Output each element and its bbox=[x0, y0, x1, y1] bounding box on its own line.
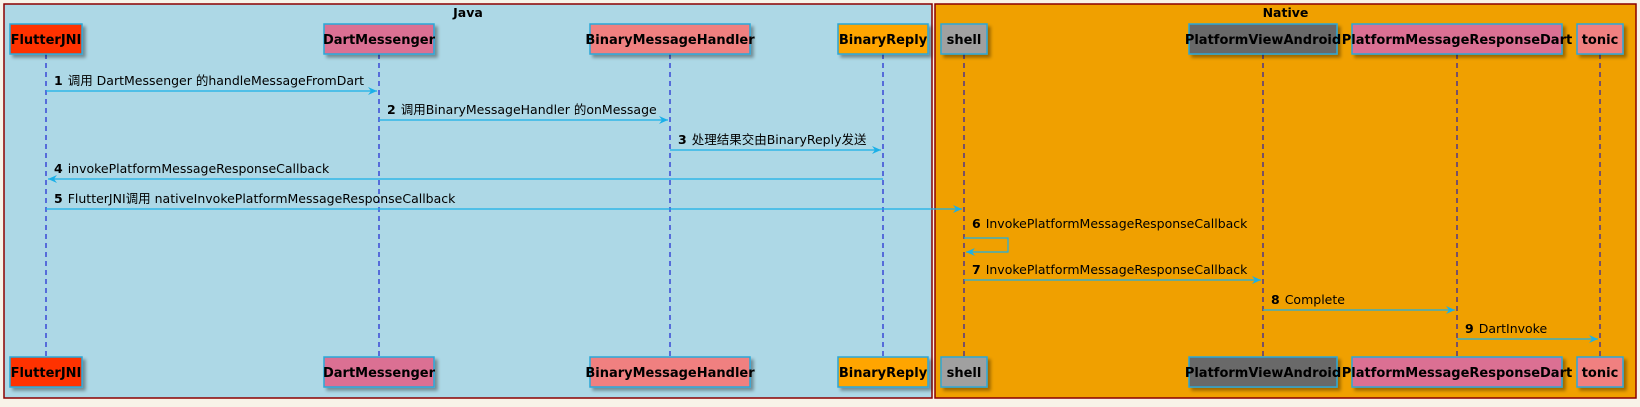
arrowhead bbox=[1589, 335, 1598, 343]
message-text: InvokePlatformMessageResponseCallback bbox=[986, 262, 1248, 277]
participant-label: BinaryMessageHandler bbox=[585, 366, 755, 381]
message-label: 6 InvokePlatformMessageResponseCallback bbox=[972, 216, 1248, 231]
participant-platformmessageresponsedart-bottom: PlatformMessageResponseDart bbox=[1342, 356, 1572, 388]
arrowhead bbox=[953, 205, 962, 213]
participant-box bbox=[837, 23, 929, 55]
message-text: InvokePlatformMessageResponseCallback bbox=[986, 216, 1248, 231]
participant-box bbox=[589, 23, 751, 55]
participant-label: PlatformMessageResponseDart bbox=[1342, 366, 1572, 381]
message-6: 6 InvokePlatformMessageResponseCallback bbox=[964, 216, 1248, 256]
group-native-frame bbox=[934, 3, 1637, 399]
participant-box bbox=[1576, 23, 1624, 55]
participant-box bbox=[1188, 356, 1338, 388]
participant-box bbox=[1351, 23, 1563, 55]
message-text: Complete bbox=[1285, 292, 1346, 307]
participant-box bbox=[9, 356, 83, 388]
participant-platformviewandroid-top: PlatformViewAndroid bbox=[1185, 23, 1341, 55]
arrowhead bbox=[48, 175, 57, 183]
participant-tonic-top: tonic bbox=[1576, 23, 1624, 55]
participant-box bbox=[1576, 356, 1624, 388]
message-label: 8 Complete bbox=[1271, 292, 1345, 307]
message-text: DartInvoke bbox=[1479, 321, 1548, 336]
participant-label: FlutterJNI bbox=[11, 33, 82, 48]
participant-binaryreply-top: BinaryReply bbox=[837, 23, 929, 55]
participant-binarymessagehandler-top: BinaryMessageHandler bbox=[585, 23, 755, 55]
participant-binaryreply-bottom: BinaryReply bbox=[837, 356, 929, 388]
participant-label: BinaryMessageHandler bbox=[585, 33, 755, 48]
participant-label: PlatformViewAndroid bbox=[1185, 366, 1341, 381]
message-number: 6 bbox=[972, 216, 981, 231]
message-text: 调用BinaryMessageHandler 的onMessage bbox=[401, 102, 657, 117]
participant-label: FlutterJNI bbox=[11, 366, 82, 381]
message-number: 7 bbox=[972, 262, 981, 277]
participant-tonic-bottom: tonic bbox=[1576, 356, 1624, 388]
message-label: 5 FlutterJNI调用 nativeInvokePlatformMessag… bbox=[54, 191, 456, 206]
message-4: 4 invokePlatformMessageResponseCallback bbox=[48, 161, 883, 183]
arrowhead bbox=[368, 87, 377, 95]
arrowhead bbox=[659, 116, 668, 124]
message-7: 7 InvokePlatformMessageResponseCallback bbox=[964, 262, 1261, 284]
participant-box bbox=[940, 356, 988, 388]
participant-dartmessenger-bottom: DartMessenger bbox=[323, 356, 436, 388]
participant-label: DartMessenger bbox=[323, 33, 436, 48]
arrowhead bbox=[1446, 306, 1455, 314]
message-number: 2 bbox=[387, 102, 396, 117]
participant-platformmessageresponsedart-top: PlatformMessageResponseDart bbox=[1342, 23, 1572, 55]
participant-box bbox=[1351, 356, 1563, 388]
participant-label: PlatformViewAndroid bbox=[1185, 33, 1341, 48]
message-label: 3 处理结果交由BinaryReply发送 bbox=[678, 132, 867, 147]
message-9: 9 DartInvoke bbox=[1457, 321, 1598, 343]
arrowhead bbox=[1252, 276, 1261, 284]
participant-binarymessagehandler-bottom: BinaryMessageHandler bbox=[585, 356, 755, 388]
message-text: 处理结果交由BinaryReply发送 bbox=[692, 132, 867, 147]
participant-platformviewandroid-bottom: PlatformViewAndroid bbox=[1185, 356, 1341, 388]
message-number: 5 bbox=[54, 191, 63, 206]
participant-label: shell bbox=[947, 33, 982, 48]
participant-label: DartMessenger bbox=[323, 366, 436, 381]
message-text: FlutterJNI调用 nativeInvokePlatformMessage… bbox=[68, 191, 456, 206]
participant-label: BinaryReply bbox=[839, 33, 928, 48]
participant-box bbox=[589, 356, 751, 388]
message-label: 9 DartInvoke bbox=[1465, 321, 1547, 336]
group-native-title: Native bbox=[1263, 5, 1309, 20]
message-2: 2 调用BinaryMessageHandler 的onMessage bbox=[379, 102, 668, 124]
participant-label: BinaryReply bbox=[839, 366, 928, 381]
message-number: 4 bbox=[54, 161, 63, 176]
participant-box bbox=[323, 356, 435, 388]
message-8: 8 Complete bbox=[1263, 292, 1455, 314]
message-label: 2 调用BinaryMessageHandler 的onMessage bbox=[387, 102, 657, 117]
participant-shell-top: shell bbox=[940, 23, 988, 55]
participant-dartmessenger-top: DartMessenger bbox=[323, 23, 436, 55]
participant-label: tonic bbox=[1582, 33, 1619, 48]
group-java-title: Java bbox=[452, 5, 483, 20]
participant-shell-bottom: shell bbox=[940, 356, 988, 388]
group-java-frame bbox=[3, 3, 933, 399]
participant-label: shell bbox=[947, 366, 982, 381]
participant-box bbox=[940, 23, 988, 55]
message-number: 3 bbox=[678, 132, 687, 147]
message-number: 1 bbox=[54, 73, 63, 88]
participant-box bbox=[1188, 23, 1338, 55]
participant-box bbox=[9, 23, 83, 55]
participant-box bbox=[323, 23, 435, 55]
arrowhead bbox=[966, 248, 975, 256]
arrowhead bbox=[872, 146, 881, 154]
message-3: 3 处理结果交由BinaryReply发送 bbox=[670, 132, 881, 154]
message-5: 5 FlutterJNI调用 nativeInvokePlatformMessag… bbox=[46, 191, 962, 213]
participant-flutterjni-bottom: FlutterJNI bbox=[9, 356, 83, 388]
message-line bbox=[964, 237, 1009, 253]
participant-flutterjni-top: FlutterJNI bbox=[9, 23, 83, 55]
message-label: 7 InvokePlatformMessageResponseCallback bbox=[972, 262, 1248, 277]
participant-label: tonic bbox=[1582, 366, 1619, 381]
participant-box bbox=[837, 356, 929, 388]
message-label: 4 invokePlatformMessageResponseCallback bbox=[54, 161, 330, 176]
message-label: 1 调用 DartMessenger 的handleMessageFromDart bbox=[54, 73, 364, 88]
message-1: 1 调用 DartMessenger 的handleMessageFromDart bbox=[46, 73, 377, 95]
message-number: 9 bbox=[1465, 321, 1474, 336]
message-text: 调用 DartMessenger 的handleMessageFromDart bbox=[68, 73, 364, 88]
participant-label: PlatformMessageResponseDart bbox=[1342, 33, 1572, 48]
message-text: invokePlatformMessageResponseCallback bbox=[68, 161, 330, 176]
message-number: 8 bbox=[1271, 292, 1280, 307]
